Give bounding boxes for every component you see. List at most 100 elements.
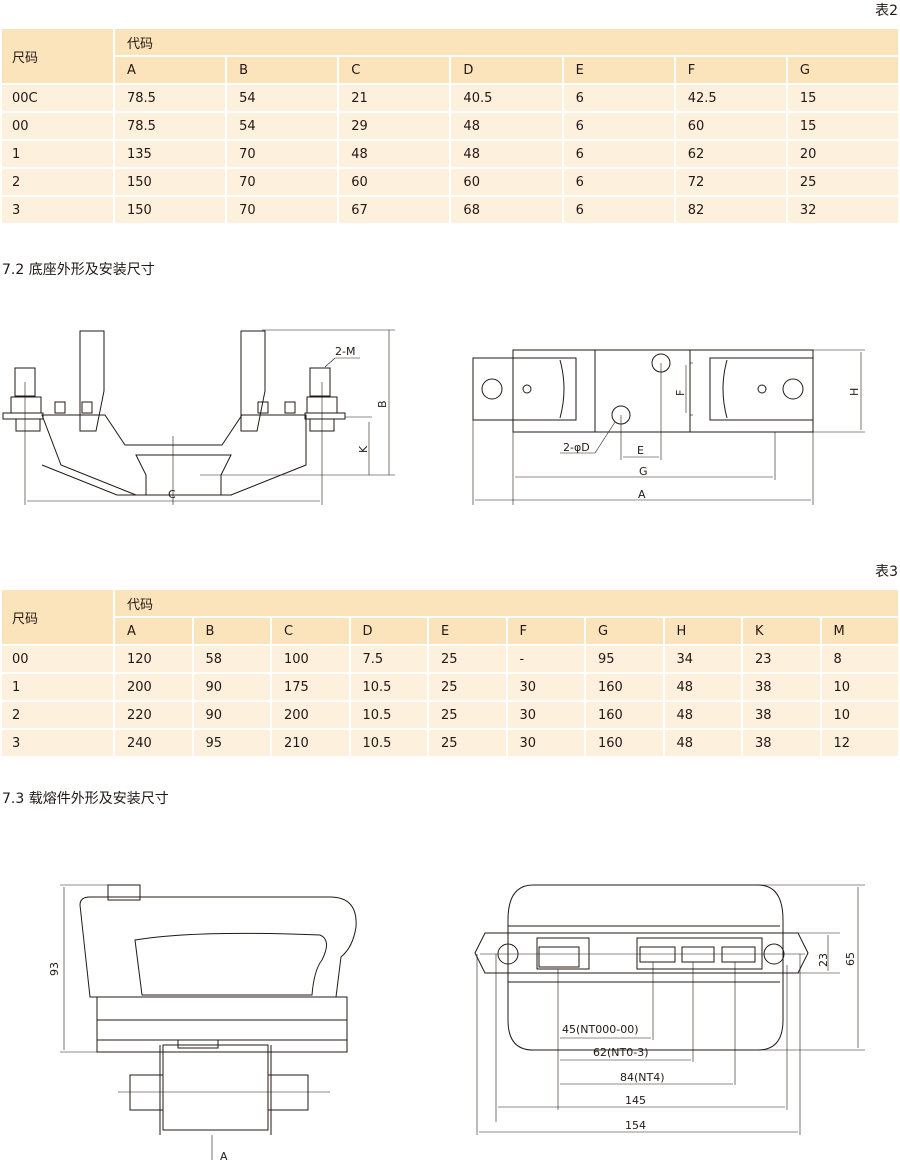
table-cell: 70 — [225, 167, 340, 197]
table-cell: 21 — [337, 83, 452, 113]
table-cell: 72 — [673, 167, 788, 197]
carrier-side-drawing: 93 A — [48, 884, 357, 1163]
table-cell: 48 — [662, 700, 743, 730]
table-cell: 78.5 — [112, 83, 228, 113]
label-a-arrow: A — [220, 1150, 228, 1163]
table-cell: 48 — [337, 139, 452, 169]
label-23: 23 — [817, 953, 830, 967]
table-cell: 70 — [225, 195, 340, 225]
label-b: B — [376, 400, 389, 408]
column-header: B — [191, 616, 272, 646]
table-cell: 160 — [584, 672, 665, 702]
table-cell: 95 — [191, 728, 272, 758]
table-cell: 68 — [449, 195, 564, 225]
table-cell: 54 — [225, 111, 340, 141]
label-g: G — [639, 465, 648, 478]
table-cell: 48 — [449, 111, 564, 141]
table-cell: 95 — [584, 644, 665, 674]
section-73-title: 7.3 载熔件外形及安装尺寸 — [2, 791, 169, 807]
table-cell: 30 — [505, 700, 586, 730]
size-header: 尺码 — [0, 588, 115, 646]
code-header: 代码 — [113, 27, 900, 57]
table-cell: 160 — [584, 700, 665, 730]
table-cell: 150 — [112, 167, 228, 197]
table-cell: 200 — [113, 672, 194, 702]
table-cell: 210 — [270, 728, 351, 758]
column-header: C — [270, 616, 351, 646]
table-cell: 42.5 — [673, 83, 788, 113]
label-65: 65 — [844, 952, 857, 966]
table-cell: 3 — [0, 195, 115, 225]
column-header: F — [673, 55, 788, 85]
size-header: 尺码 — [0, 27, 115, 85]
table-cell: 30 — [505, 672, 586, 702]
column-header: F — [505, 616, 586, 646]
label-145: 145 — [625, 1094, 646, 1107]
code-header: 代码 — [113, 588, 900, 618]
table-cell: 38 — [741, 728, 822, 758]
table-cell: 00 — [0, 111, 115, 141]
table-cell: 220 — [113, 700, 194, 730]
table-cell: 160 — [584, 728, 665, 758]
base-side-drawing: 2-M B K C — [2, 329, 395, 505]
column-header: C — [337, 55, 452, 85]
table-cell: 1 — [0, 139, 115, 169]
table-cell: 90 — [191, 700, 272, 730]
table-cell: 120 — [113, 644, 194, 674]
label-c: C — [168, 488, 176, 501]
table-cell: 240 — [113, 728, 194, 758]
carrier-top-drawing: 23 65 45(NT000-00) 62(NT0-3) 84(NT4) 145… — [474, 884, 865, 1135]
column-header: G — [785, 55, 900, 85]
column-header: M — [819, 616, 900, 646]
table-cell: 20 — [785, 139, 900, 169]
table-cell: 23 — [741, 644, 822, 674]
label-h: H — [848, 388, 861, 396]
column-header: G — [584, 616, 665, 646]
table-cell: 48 — [449, 139, 564, 169]
table-cell: 10 — [819, 672, 900, 702]
table-cell: 60 — [337, 167, 452, 197]
table-cell: - — [505, 644, 586, 674]
label-62: 62(NT0-3) — [593, 1046, 649, 1059]
column-header: A — [112, 55, 228, 85]
table-cell: 3 — [0, 728, 115, 758]
table-cell: 10 — [819, 700, 900, 730]
table-cell: 25 — [427, 672, 508, 702]
table-cell: 7.5 — [348, 644, 429, 674]
column-header: H — [662, 616, 743, 646]
column-header: E — [427, 616, 508, 646]
column-header: D — [348, 616, 429, 646]
label-e: E — [637, 444, 644, 457]
table-cell: 2 — [0, 167, 115, 197]
table-cell: 34 — [662, 644, 743, 674]
column-header: K — [741, 616, 822, 646]
label-154: 154 — [625, 1119, 646, 1132]
table-cell: 58 — [191, 644, 272, 674]
table-cell: 48 — [662, 728, 743, 758]
table-cell: 100 — [270, 644, 351, 674]
table-cell: 10.5 — [348, 700, 429, 730]
table-cell: 29 — [337, 111, 452, 141]
table-cell: 32 — [785, 195, 900, 225]
table-cell: 15 — [785, 111, 900, 141]
label-a: A — [638, 488, 646, 501]
table-cell: 6 — [561, 111, 676, 141]
table-cell: 67 — [337, 195, 452, 225]
table-cell: 38 — [741, 672, 822, 702]
table-cell: 00C — [0, 83, 115, 113]
table-cell: 150 — [112, 195, 228, 225]
label-93: 93 — [48, 962, 61, 976]
table-cell: 2 — [0, 700, 115, 730]
table-cell: 10.5 — [348, 728, 429, 758]
table-cell: 25 — [427, 728, 508, 758]
label-k: K — [357, 445, 370, 453]
